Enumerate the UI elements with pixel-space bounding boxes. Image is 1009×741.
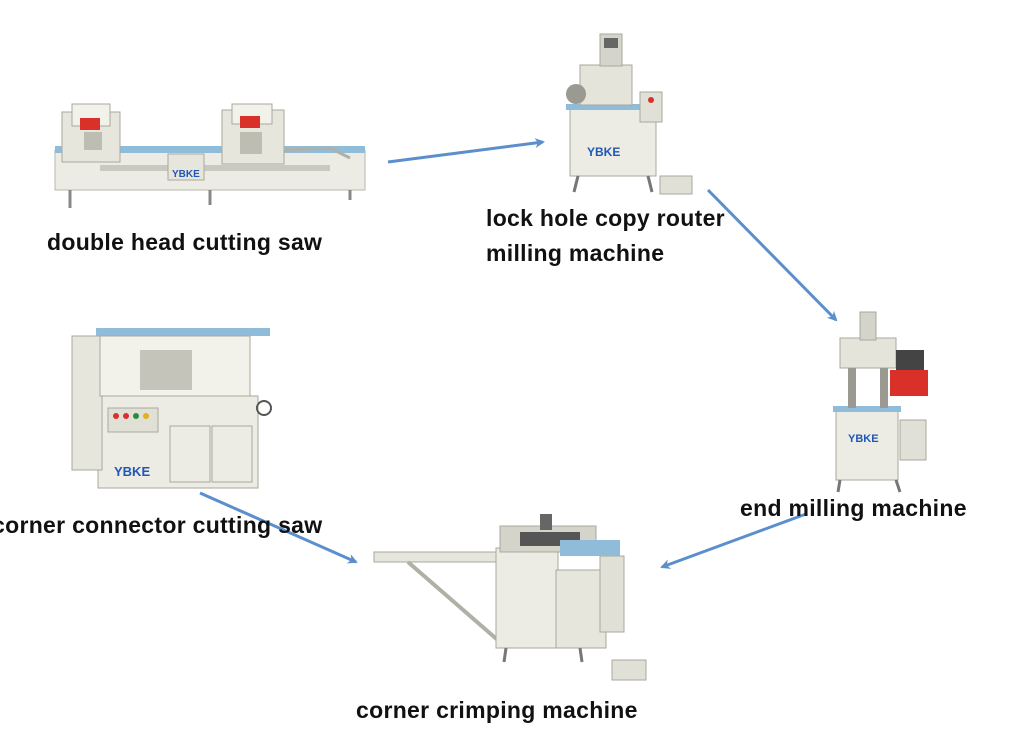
end-milling-machine-image: YBKE xyxy=(833,311,928,493)
double-head-cutting-saw-image: YBKE xyxy=(54,103,366,208)
lock-hole-copy-router-image: YBKE xyxy=(566,33,693,195)
arrow-router-to-end-milling xyxy=(706,188,838,322)
node-label-end-milling-machine: end milling machine xyxy=(740,495,967,521)
brand-logo: YBKE xyxy=(114,464,150,479)
flow-arrows xyxy=(199,138,838,569)
arrow-saw-to-router xyxy=(387,138,545,164)
arrow-connector-saw-to-crimping xyxy=(199,491,358,564)
brand-logo: YBKE xyxy=(172,169,200,180)
brand-logo: YBKE xyxy=(848,433,879,445)
node-label-double-head-cutting-saw: double head cutting saw xyxy=(47,229,323,255)
node-label-corner-connector-cutting-saw: corner connector cutting saw xyxy=(0,512,323,538)
node-label-lock-hole-copy-router-line1: lock hole copy router xyxy=(486,205,725,231)
arrow-end-milling-to-crimping xyxy=(660,512,807,569)
node-label-lock-hole-copy-router-line2: milling machine xyxy=(486,240,665,266)
node-label-corner-crimping-machine: corner crimping machine xyxy=(356,697,638,723)
corner-connector-cutting-saw-image: YBKE xyxy=(71,328,272,489)
corner-crimping-machine-image xyxy=(373,514,647,681)
brand-logo: YBKE xyxy=(587,145,620,159)
